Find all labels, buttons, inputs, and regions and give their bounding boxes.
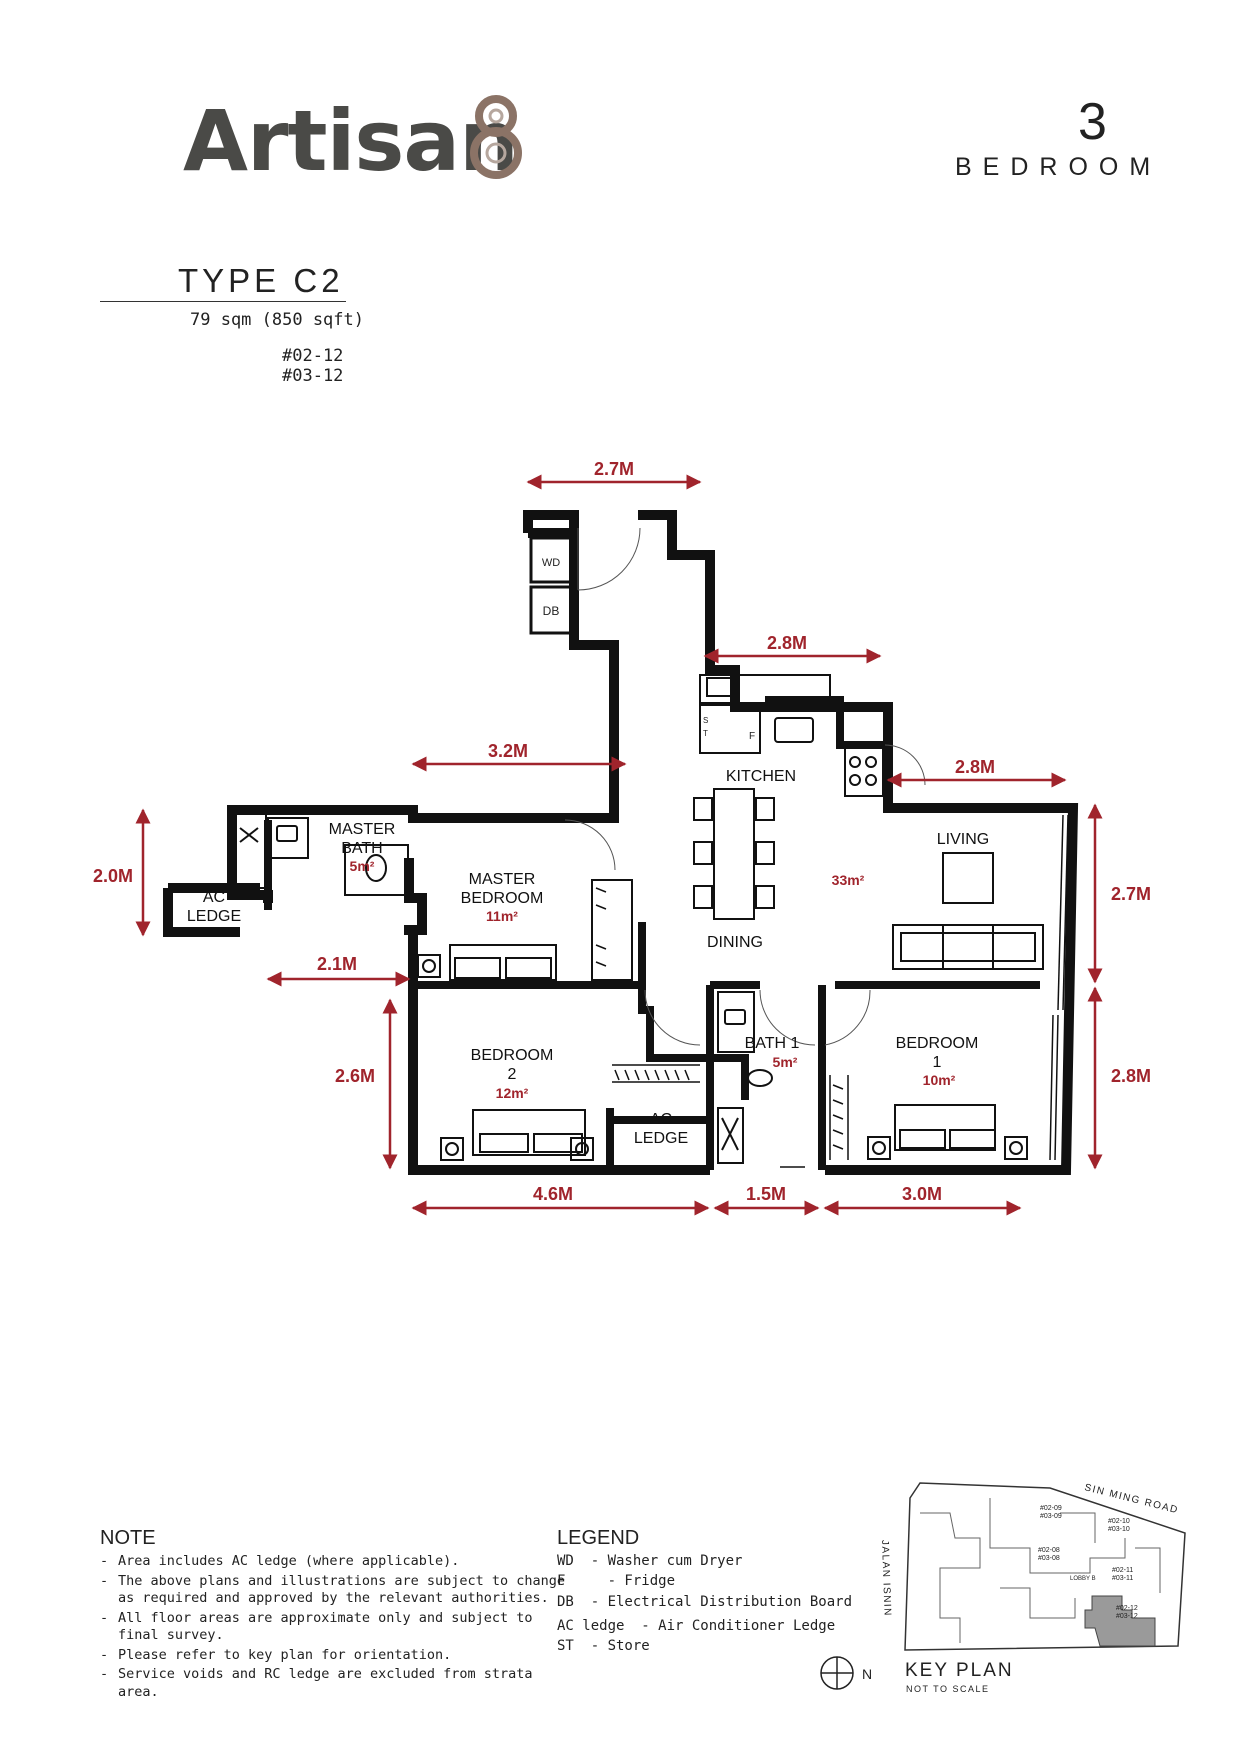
brand-logo-text: Artisan: [183, 92, 519, 190]
key-plan-map: #02-09 #03-09 #02-10 #03-10 #02-08 #03-0…: [879, 1482, 1186, 1651]
store-label-t: T: [703, 729, 708, 738]
bedroom1-furniture: [867, 1104, 1028, 1160]
notes-list: Area includes AC ledge (where applicable…: [100, 1553, 580, 1703]
key-plan-stack: #03-12: [1116, 1613, 1138, 1620]
key-plan-stack: #03-11: [1112, 1575, 1133, 1582]
room-label: 1: [933, 1054, 942, 1071]
key-plan-stack: #02-12: [1116, 1605, 1138, 1612]
dimension-label: 2.7M: [1111, 884, 1151, 904]
room-label: AC: [203, 889, 225, 906]
room-label: AC: [650, 1111, 672, 1128]
room-label: BATH 1: [745, 1035, 800, 1052]
key-plan-subtitle: NOT TO SCALE: [906, 1684, 990, 1694]
room-label: DINING: [707, 934, 763, 951]
key-plan-stack: #02-11: [1112, 1567, 1133, 1574]
north-label: N: [862, 1666, 872, 1682]
dimension-label: 2.1M: [317, 954, 357, 974]
key-plan-title: KEY PLAN: [905, 1660, 1014, 1681]
interior-walls: [264, 696, 1040, 1170]
dimension-label: 3.0M: [902, 1184, 942, 1204]
legend-item: DB - Electrical Distribution Board: [557, 1594, 853, 1610]
room-label: BEDROOM: [896, 1035, 979, 1052]
unit-number: #03-12: [282, 366, 344, 386]
room-area: 5m²: [773, 1054, 798, 1070]
key-plan-stack: #03-08: [1038, 1555, 1060, 1562]
room-label: MASTER: [469, 871, 536, 888]
dimension-label: 2.0M: [93, 866, 133, 886]
room-area: 11m²: [486, 908, 518, 924]
dining-set: [693, 788, 775, 920]
key-plan-road-side: JALAN ISNIN: [879, 1540, 893, 1617]
main-door-swing: [577, 527, 641, 591]
unit-size: 79 sqm (850 sqft): [190, 310, 364, 330]
room-area: 5m²: [350, 858, 375, 874]
note-item: Please refer to key plan for orientation…: [100, 1647, 580, 1665]
note-item: The above plans and illustrations are su…: [100, 1573, 580, 1608]
bath1-fixtures: [717, 991, 773, 1164]
legend-item: WD - Washer cum Dryer: [557, 1553, 743, 1569]
room-label: BEDROOM: [461, 890, 544, 907]
dimension-label: 4.6M: [533, 1184, 573, 1204]
key-plan-lobby: LOBBY B: [1070, 1576, 1096, 1582]
legend-item: ST - Store: [557, 1638, 650, 1654]
dimension-label: 3.2M: [488, 741, 528, 761]
living-furniture: [892, 852, 1044, 970]
note-item: Service voids and RC ledge are excluded …: [100, 1666, 580, 1701]
dimension-label: 2.8M: [955, 757, 995, 777]
note-item: Area includes AC ledge (where applicable…: [100, 1553, 580, 1571]
title-divider: [100, 301, 346, 302]
utility-cupboard: [529, 536, 573, 635]
brand-logo-mark: [470, 95, 522, 179]
dimension-label: 2.8M: [767, 633, 807, 653]
legend-heading: LEGEND: [557, 1527, 640, 1549]
master-bedroom-furniture: [417, 879, 633, 981]
bedroom2-furniture: [440, 1109, 594, 1161]
key-plan-stack: #02-09: [1040, 1505, 1062, 1512]
dimension-label: 1.5M: [746, 1184, 786, 1204]
key-plan-stack: #03-09: [1040, 1513, 1062, 1520]
key-plan-stack: #02-10: [1108, 1518, 1130, 1525]
key-plan-stack: #02-08: [1038, 1547, 1060, 1554]
key-plan-stack: #03-10: [1108, 1526, 1130, 1533]
room-label: LEDGE: [634, 1130, 688, 1147]
dimension-label: 2.7M: [594, 459, 634, 479]
windows: [780, 814, 1069, 1168]
room-label: BEDROOM: [471, 1047, 554, 1064]
room-label: 2: [508, 1066, 517, 1083]
key-plan-road-top: SIN MING ROAD: [1083, 1482, 1180, 1516]
master-bath-fixtures: [231, 812, 409, 896]
wd-label: WD: [542, 557, 560, 569]
unit-type-title: TYPE C2: [178, 262, 344, 299]
unit-number: #02-12: [282, 346, 344, 366]
room-label: LIVING: [937, 831, 989, 848]
fridge-label: F: [749, 731, 755, 742]
kitchen-counter: [699, 674, 884, 797]
bedroom-count: 3: [1078, 93, 1107, 151]
room-area: 33m²: [832, 872, 865, 888]
exterior-walls: [163, 510, 1079, 1175]
dimension-label: 2.6M: [335, 1066, 375, 1086]
legend-item: F - Fridge: [557, 1573, 676, 1589]
wardrobe-markings: [595, 887, 849, 1160]
room-label: LEDGE: [187, 908, 241, 925]
dimension-lines: [135, 474, 1103, 1216]
room-label: KITCHEN: [726, 768, 796, 785]
north-arrow-icon: N: [820, 1656, 872, 1690]
legend-item: AC ledge - Air Conditioner Ledge: [557, 1618, 836, 1634]
db-label: DB: [543, 604, 560, 618]
room-label: BATH: [341, 840, 382, 857]
room-area: 12m²: [496, 1085, 529, 1101]
store-label-s: S: [703, 716, 708, 725]
dimension-label: 2.8M: [1111, 1066, 1151, 1086]
note-item: All floor areas are approximate only and…: [100, 1610, 580, 1645]
notes-heading: NOTE: [100, 1527, 156, 1549]
room-area: 10m²: [923, 1072, 956, 1088]
bedroom-label: BEDROOM: [955, 153, 1162, 181]
room-label: MASTER: [329, 821, 396, 838]
